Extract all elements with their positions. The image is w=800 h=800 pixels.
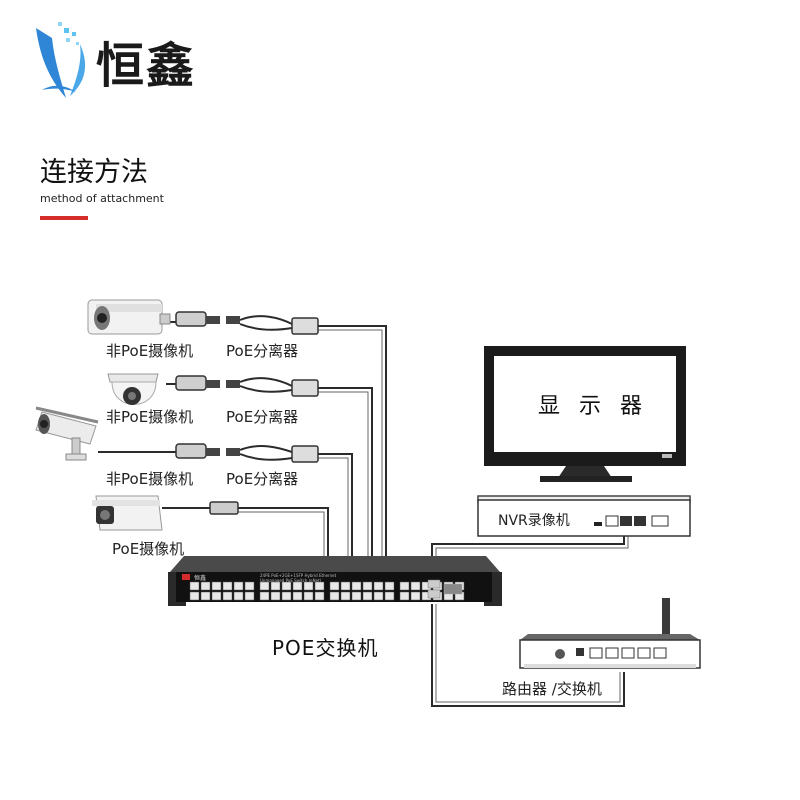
poe-splitter-row3	[175, 443, 319, 463]
section-accent-bar	[40, 216, 88, 220]
router-label: 路由器 /交换机	[502, 680, 602, 698]
switch-port	[211, 591, 222, 601]
switch-port	[259, 591, 270, 601]
switch-port	[292, 591, 303, 601]
poe-box-camera-icon	[92, 495, 163, 531]
poe-switch-device	[168, 556, 502, 606]
cable-row3-inner	[318, 457, 349, 556]
switch-port	[410, 581, 421, 591]
switch-port	[270, 581, 281, 591]
switch-brand-text: 恒鑫	[194, 575, 207, 582]
switch-port	[189, 581, 200, 591]
poe-camera-label: PoE摄像机	[112, 540, 185, 558]
switch-port	[384, 591, 395, 601]
cable-row2-to-switch	[318, 387, 373, 556]
switch-port	[189, 591, 200, 601]
cable-switch-to-router-inner	[435, 604, 621, 703]
cable-switch-to-router	[431, 604, 625, 707]
section-subtitle: method of attachment	[40, 192, 164, 205]
poe-splitter-row2	[175, 375, 319, 397]
camera-label-row2: 非PoE摄像机	[106, 408, 194, 426]
switch-port	[314, 591, 325, 601]
monitor-icon	[484, 346, 686, 482]
dome-camera-icon	[107, 373, 159, 405]
switch-port	[222, 591, 233, 601]
switch-port	[270, 591, 281, 601]
switch-port	[373, 581, 384, 591]
poe-splitter-row1	[175, 311, 319, 335]
switch-port	[292, 581, 303, 591]
section-title: 连接方法	[40, 157, 148, 188]
switch-port	[362, 591, 373, 601]
switch-label: POE交换机	[272, 636, 379, 660]
switch-port	[314, 581, 325, 591]
splitter-label-row1: PoE分离器	[226, 342, 299, 360]
cable-poe-camera-to-switch	[238, 507, 329, 556]
monitor-label: 显 示 器	[538, 394, 648, 419]
switch-port	[384, 581, 395, 591]
cable-poe-camera-inner	[238, 511, 325, 556]
switch-port	[200, 591, 211, 601]
brand-name: 恒鑫	[96, 38, 197, 94]
switch-port	[303, 581, 314, 591]
switch-port	[233, 591, 244, 601]
switch-port	[281, 591, 292, 601]
cable-switch-to-nvr-inner	[435, 528, 629, 556]
switch-port	[399, 591, 410, 601]
switch-port	[399, 581, 410, 591]
cable-row2-inner	[318, 391, 369, 556]
switch-port	[200, 581, 211, 591]
switch-port	[233, 581, 244, 591]
camera-label-row3: 非PoE摄像机	[106, 470, 194, 488]
switch-port	[362, 581, 373, 591]
switch-port	[410, 591, 421, 601]
switch-caption-line1: 24PE PoE+2GE+1SFP Hybrid Ethernet	[260, 573, 337, 578]
switch-port	[351, 581, 362, 591]
switch-port	[244, 581, 255, 591]
camera-label-row1: 非PoE摄像机	[106, 342, 194, 360]
cable-row1-inner	[318, 329, 383, 556]
switch-port	[211, 581, 222, 591]
hengxin-logo-icon	[36, 22, 86, 98]
switch-port	[329, 591, 340, 601]
cable-row1-to-switch	[318, 325, 387, 556]
switch-port	[259, 581, 270, 591]
switch-port	[340, 581, 351, 591]
poe-camera-connector	[209, 501, 239, 515]
switch-port	[340, 591, 351, 601]
brand-logo	[30, 18, 94, 106]
switch-port	[244, 591, 255, 601]
box-camera-icon	[35, 406, 99, 461]
switch-port	[222, 581, 233, 591]
splitter-label-row2: PoE分离器	[226, 408, 299, 426]
switch-port	[303, 591, 314, 601]
router-device-icon	[519, 598, 701, 669]
bullet-camera-icon	[87, 299, 171, 335]
switch-caption-line2: Unmanaged PoE Switch (eNet)	[260, 578, 322, 583]
switch-port	[281, 581, 292, 591]
cable-group	[98, 321, 629, 707]
switch-port	[373, 591, 384, 601]
splitter-label-row3: PoE分离器	[226, 470, 299, 488]
switch-port	[351, 591, 362, 601]
cable-row3-to-switch	[318, 453, 353, 556]
nvr-label: NVR录像机	[498, 513, 570, 529]
nvr-device-icon	[477, 495, 691, 537]
switch-port	[329, 581, 340, 591]
